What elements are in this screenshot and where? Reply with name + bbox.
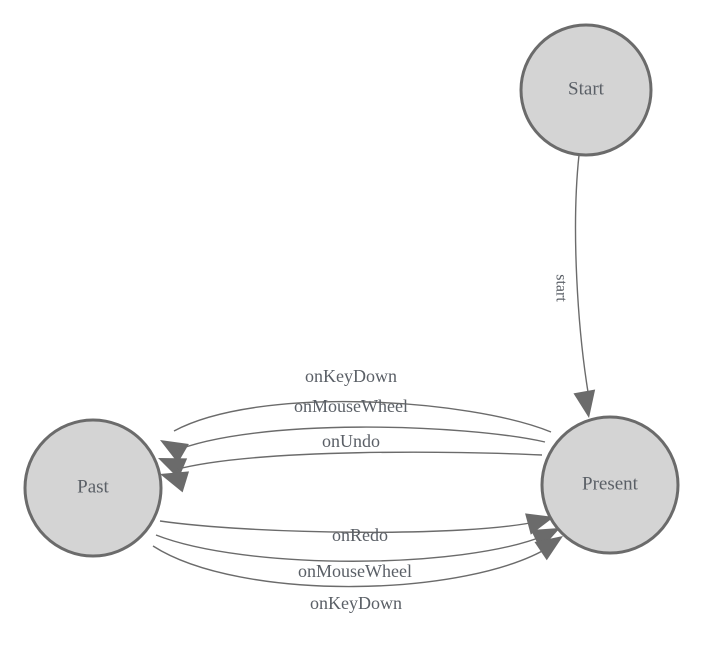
- edge-past-to-present-onmousewheel[interactable]: onMouseWheel: [155, 528, 560, 581]
- edge-past-to-present-onkeydown[interactable]: onKeyDown: [152, 536, 563, 613]
- edge-present-to-past-onundo[interactable]: onUndo: [160, 431, 543, 493]
- edge-path-present-past-1: [173, 400, 552, 433]
- edge-label-present-past-1: onKeyDown: [305, 366, 397, 386]
- edge-present-to-past-onmousewheel[interactable]: onMouseWheel: [158, 396, 546, 479]
- arrowhead-present-to-past-3: [160, 471, 190, 493]
- arrowhead-past-to-present-1: [525, 513, 554, 535]
- nodes-layer: Start Past Present: [23, 23, 680, 558]
- edge-path-past-present-2: [155, 534, 547, 562]
- state-node-past[interactable]: Past: [23, 418, 163, 558]
- arrowhead-start-to-present: [573, 389, 596, 418]
- edge-label-present-past-2: onMouseWheel: [294, 396, 408, 416]
- edge-path-past-present-3: [152, 545, 552, 588]
- state-node-present-label: Present: [582, 473, 639, 494]
- edge-label-past-present-1: onRedo: [332, 525, 388, 545]
- edge-start-to-present[interactable]: start: [552, 154, 596, 418]
- edge-path-present-past-2: [171, 426, 546, 453]
- edge-label-start: start: [552, 274, 569, 302]
- state-node-past-label: Past: [77, 476, 109, 497]
- edge-path-present-past-3: [173, 451, 543, 471]
- state-node-start-label: Start: [568, 78, 605, 99]
- state-node-present[interactable]: Present: [540, 415, 680, 555]
- edges-layer: start onKeyDown onMouseWheel onUndo: [152, 154, 596, 613]
- state-node-start-circle: [519, 23, 653, 157]
- state-node-present-circle: [540, 415, 680, 555]
- edge-label-past-present-2: onMouseWheel: [298, 561, 412, 581]
- edge-path-start: [574, 154, 589, 393]
- edge-past-to-present-onredo[interactable]: onRedo: [159, 513, 554, 545]
- arrowhead-past-to-present-3: [534, 536, 563, 561]
- state-node-start[interactable]: Start: [519, 23, 653, 157]
- edge-label-present-past-3: onUndo: [322, 431, 380, 451]
- edge-label-past-present-3: onKeyDown: [310, 593, 402, 613]
- edge-path-past-present-1: [159, 520, 541, 533]
- state-node-past-circle: [23, 418, 163, 558]
